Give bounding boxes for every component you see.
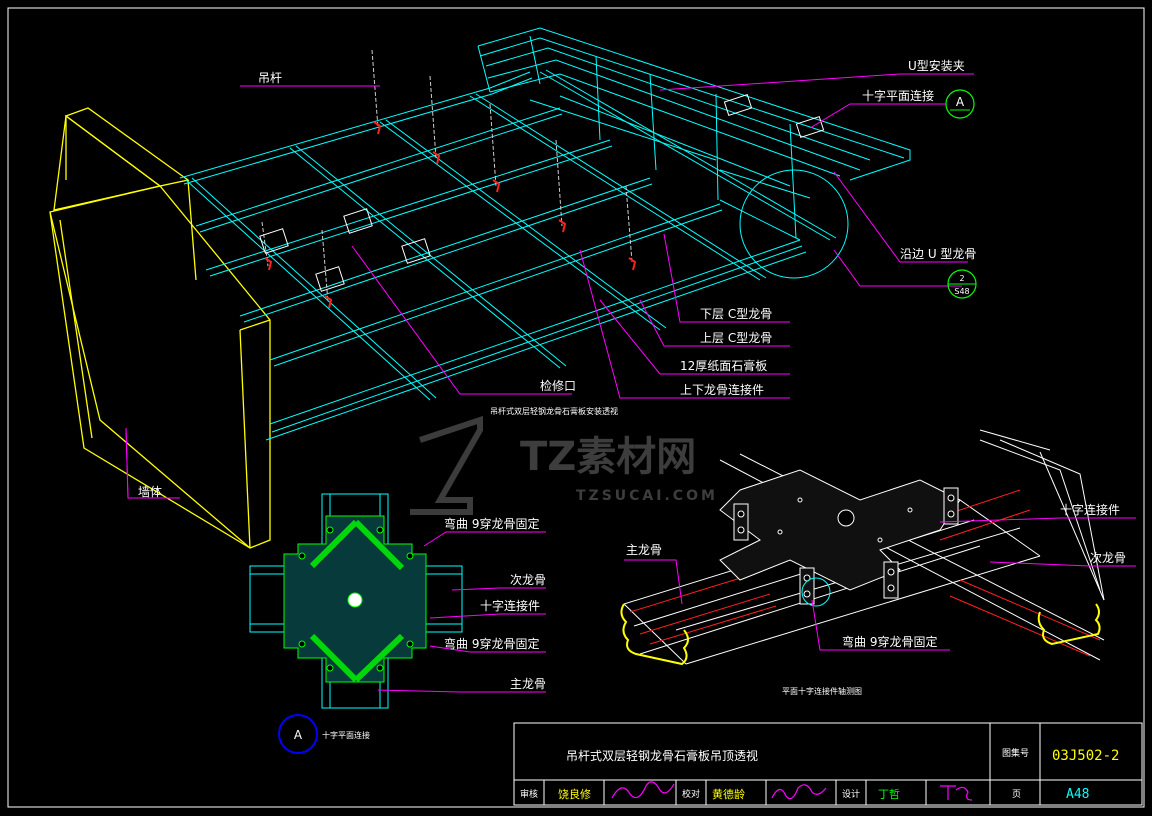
label-edge-u-keel: 沿边 U 型龙骨: [900, 247, 976, 261]
detail-b-label-cross: 十字连接件: [1060, 502, 1120, 517]
checker-signature: [771, 784, 827, 800]
watermark-url: TZSUCAI.COM: [576, 488, 718, 504]
detail-a-label-main: 主龙骨: [510, 677, 546, 691]
title-block-atlas-label: 图集号: [1002, 747, 1029, 759]
detail-b-tabs: [733, 487, 959, 605]
main-perspective: A 2 S48 吊杆 U型安装夹 十字平面连接 沿边 U 型龙骨 下层 C型龙骨…: [49, 27, 977, 549]
label-hanger-rod: 吊杆: [258, 71, 282, 85]
detail-b-leaders: [624, 517, 1136, 651]
detail-a-marker: A: [294, 728, 303, 742]
drawing-leader-wall: [125, 427, 129, 499]
watermark-brand: TZ素材网: [520, 434, 696, 480]
label-gypsum-board: 12厚纸面石膏板: [680, 358, 767, 373]
cross-plates: [259, 94, 825, 292]
callout-2-bottom: S48: [954, 287, 969, 296]
callout-a-text: A: [956, 95, 965, 109]
detail-a-marker-circle: [278, 714, 318, 754]
callout-2-top: 2: [959, 274, 964, 283]
label-keel-connector: 上下龙骨连接件: [680, 382, 764, 397]
watermark: TZ素材网 TZSUCAI.COM: [410, 415, 718, 515]
watermark-logo-icon: [410, 415, 483, 515]
label-u-clip: U型安装夹: [908, 58, 965, 73]
detail-a-leaders: [377, 531, 546, 693]
title-block-design-label: 设计: [842, 788, 860, 800]
label-cross-plane: 十字平面连接: [862, 88, 934, 103]
detail-b-label-secondary: 次龙骨: [1090, 551, 1126, 565]
title-block-check-label: 校对: [682, 788, 700, 800]
detail-b-end-profiles: [620, 603, 1101, 666]
label-wall: 墙体: [138, 485, 162, 499]
drawing-frame: [7, 7, 1145, 808]
title-block-drawing-title: 吊杆式双层轻钢龙骨石膏板吊顶透视: [566, 748, 758, 763]
detail-a-diagonals: [309, 519, 405, 683]
designer-signature: [940, 785, 973, 801]
callout-2-s48: 2 S48: [947, 269, 977, 299]
detail-b-label-main: 主龙骨: [626, 543, 662, 557]
keel-grid: [179, 27, 911, 441]
title-block-reviewer: 饶良修: [558, 787, 591, 801]
label-upper-c-keel: 上层 C型龙骨: [700, 331, 772, 345]
hanger-clips: [264, 121, 637, 309]
wall-outline: [49, 107, 271, 549]
detail-b-holes: [737, 494, 955, 598]
title-block-page-no: A48: [1066, 787, 1089, 802]
detail-b-bend-circle: [801, 577, 831, 607]
detail-b-label-bend: 弯曲 9穿龙骨固定: [842, 634, 937, 649]
main-view-title: 吊杆式双层轻钢龙骨石膏板安装透视: [490, 406, 618, 416]
detail-b-isometric: 十字连接件 次龙骨 主龙骨 弯曲 9穿龙骨固定 平面十字连接件轴测图: [620, 429, 1136, 696]
detail-b-title: 平面十字连接件轴测图: [782, 686, 862, 696]
title-block-atlas-no: 03J502-2: [1052, 748, 1119, 764]
detail-a-label-secondary: 次龙骨: [510, 573, 546, 587]
title-block-review-label: 审核: [520, 788, 538, 800]
detail-a-label-cross: 十字连接件: [480, 598, 540, 613]
detail-a-label-bend-bottom: 弯曲 9穿龙骨固定: [444, 636, 539, 651]
title-block-designer: 丁哲: [878, 788, 900, 801]
callout-a-circle: [945, 89, 975, 119]
detail-a-label-bend-top: 弯曲 9穿龙骨固定: [444, 516, 539, 531]
title-block-page-label: 页: [1012, 789, 1021, 800]
title-block-checker: 黄德龄: [712, 787, 745, 801]
callout-a: A: [945, 89, 975, 119]
label-lower-c-keel: 下层 C型龙骨: [700, 307, 772, 321]
detail-a-title: 十字平面连接: [322, 730, 370, 740]
reviewer-signature: [611, 781, 675, 799]
detail-a-holes: [298, 526, 414, 672]
title-block: 吊杆式双层轻钢龙骨石膏板吊顶透视 图集号 03J502-2 审核 饶良修 校对 …: [513, 722, 1143, 806]
label-access-hole: 检修口: [540, 378, 576, 393]
hanger-rods: [261, 49, 633, 303]
detail-b-cross-plate: [719, 469, 961, 591]
edge-detail-circle: [739, 169, 849, 279]
title-block-frame: [513, 722, 1143, 806]
detail-a-plan: 弯曲 9穿龙骨固定 次龙骨 十字连接件 弯曲 9穿龙骨固定 主龙骨 A 十字平面…: [249, 493, 546, 754]
